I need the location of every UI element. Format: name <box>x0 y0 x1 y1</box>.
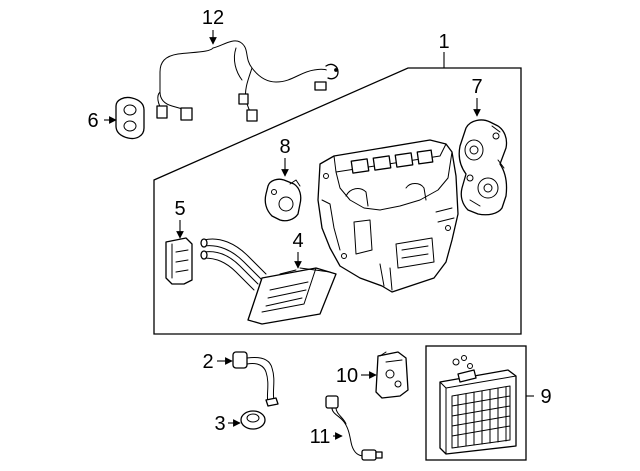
hvac-assembly-frame <box>153 67 522 335</box>
evaporator-box <box>425 345 527 461</box>
callout-5: 5 <box>174 198 185 220</box>
grommet-part <box>115 96 145 140</box>
callout-7: 7 <box>471 76 482 98</box>
callout-3: 3 <box>214 413 225 435</box>
callout-9: 9 <box>540 386 551 408</box>
seal-grommet-part <box>240 410 266 430</box>
callout-8: 8 <box>279 136 290 158</box>
expansion-valve-part <box>375 351 409 399</box>
hvac-case-part <box>317 139 459 293</box>
evaporator-part <box>439 355 517 455</box>
mode-actuator-part <box>264 178 302 222</box>
callout-4: 4 <box>292 230 303 252</box>
wire-harness-part <box>156 40 339 122</box>
callout-1: 1 <box>438 31 449 53</box>
sensor-part <box>325 395 383 461</box>
drain-hose-part <box>232 351 279 407</box>
heater-core-part <box>200 238 337 325</box>
callout-10: 10 <box>336 365 358 387</box>
callout-labels: 12 1 6 7 8 5 4 2 3 10 11 9 <box>87 7 551 448</box>
leader-lines <box>104 30 534 440</box>
bracket-part <box>165 237 193 285</box>
actuator-motor-part <box>458 119 508 216</box>
callout-6: 6 <box>87 110 98 132</box>
callout-12: 12 <box>202 7 224 29</box>
callout-2: 2 <box>202 351 213 373</box>
callout-11: 11 <box>310 426 331 448</box>
